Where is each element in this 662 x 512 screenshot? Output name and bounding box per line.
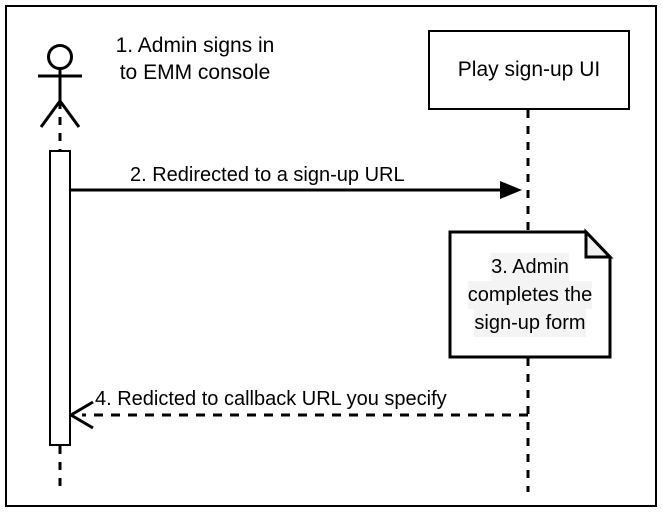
message-1-line-2: to EMM console <box>119 61 271 84</box>
message-4-arrow <box>68 400 528 430</box>
actor-stick-figure-icon <box>38 44 82 128</box>
actor-activation-bar <box>49 150 71 446</box>
participant-label-play-ui: Play sign-up UI <box>457 58 601 81</box>
message-2-label: 2. Redirected to a sign-up URL <box>130 164 405 186</box>
diagram-frame-border <box>5 5 657 507</box>
note-line-1: 3. Admin <box>491 252 569 281</box>
message-2-arrow <box>70 181 522 199</box>
participant-box-play-ui[interactable] <box>428 30 630 110</box>
message-1-label: 1. Admin signs in to EMM console <box>100 32 290 86</box>
note-line-3: sign-up form <box>474 308 586 337</box>
note-line-2: completes the <box>467 280 593 309</box>
note-text-step-3: 3. Admin completes the sign-up form <box>449 231 611 358</box>
message-4-label: 4. Redicted to callback URL you specify <box>95 388 447 410</box>
message-1-line-1: 1. Admin signs in <box>115 34 275 57</box>
